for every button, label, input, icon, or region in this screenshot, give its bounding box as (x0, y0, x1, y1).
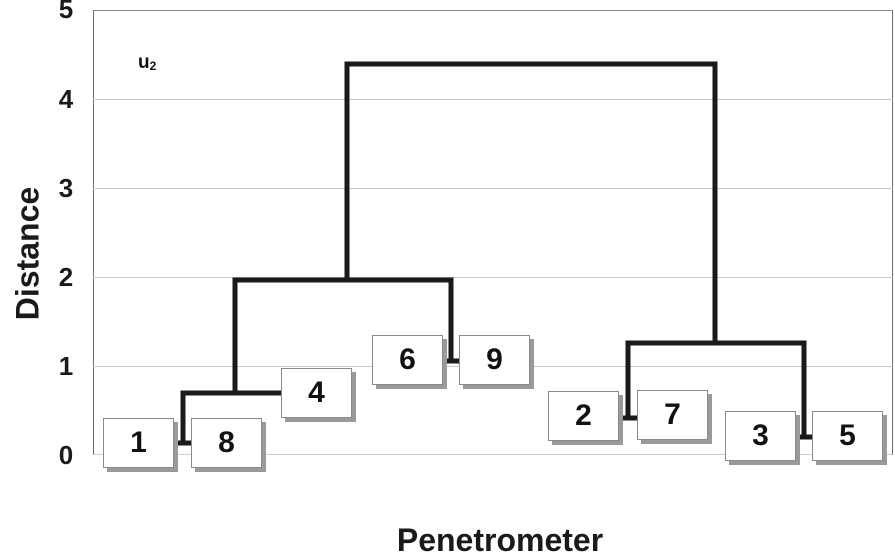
leaf-label-9: 9 (459, 335, 530, 385)
gridline-3 (93, 188, 893, 189)
leaf-label-8: 8 (191, 418, 262, 468)
leaf-label-1: 1 (103, 418, 174, 468)
gridline-4 (93, 99, 893, 100)
y-tick-2: 2 (58, 262, 74, 292)
y-tick-0: 0 (58, 440, 74, 470)
x-axis-label: Penetrometer (396, 522, 604, 558)
plot-area (93, 10, 893, 455)
annotation-u2: u2 (138, 52, 157, 73)
leaf-label-3: 3 (725, 411, 796, 461)
gridline-2 (93, 277, 893, 278)
y-tick-1: 1 (58, 351, 74, 381)
y-tick-4: 4 (58, 84, 74, 114)
leaf-label-5: 5 (812, 411, 883, 461)
leaf-label-4: 4 (281, 368, 352, 418)
leaf-label-6: 6 (372, 335, 443, 385)
y-tick-3: 3 (58, 173, 74, 203)
y-tick-5: 5 (58, 0, 74, 24)
leaf-label-7: 7 (637, 390, 708, 440)
leaf-label-2: 2 (548, 391, 619, 441)
